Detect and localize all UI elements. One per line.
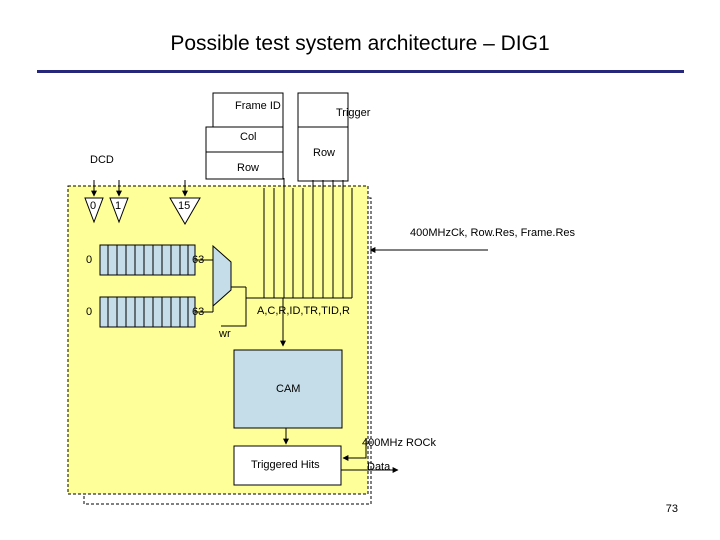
row-label-right: Row bbox=[313, 147, 336, 159]
triggered-hits-box bbox=[233, 445, 342, 486]
dcd-label: DCD bbox=[90, 154, 114, 166]
cam-block bbox=[233, 349, 343, 429]
register-2 bbox=[99, 296, 196, 328]
pixel-15-label: 15 bbox=[178, 200, 191, 212]
readout-clock-arrow bbox=[342, 438, 367, 461]
reg1-end-label: 63 bbox=[192, 254, 205, 266]
register-1 bbox=[99, 244, 196, 276]
wr-label: wr bbox=[219, 328, 231, 340]
triggered-hits-label: Triggered Hits bbox=[251, 459, 320, 471]
slide-title: Possible test system architecture – DIG1 bbox=[170, 32, 550, 55]
bus-lines bbox=[263, 178, 353, 298]
clock-in-label: 400MHzCk, Row.Res, Frame.Res bbox=[410, 227, 576, 239]
pixel-1-label: 1 bbox=[115, 200, 122, 212]
wr-line bbox=[221, 298, 247, 327]
pixel-triangle-0 bbox=[84, 197, 104, 224]
reg2-start-label: 0 bbox=[86, 306, 93, 318]
col-label: Col bbox=[240, 131, 257, 143]
row-trigger-box bbox=[297, 126, 349, 182]
pixel-triangle-1 bbox=[109, 197, 129, 224]
title-rule bbox=[37, 70, 684, 73]
trigger-label: Trigger bbox=[336, 107, 371, 119]
page-number: 73 bbox=[665, 503, 678, 515]
frame-id-label: Frame ID bbox=[235, 100, 281, 112]
chip-area bbox=[67, 185, 369, 495]
pixel-triangle-15 bbox=[169, 197, 201, 226]
data-label: Data bbox=[367, 461, 391, 473]
cam-label: CAM bbox=[276, 383, 301, 395]
multiplexer bbox=[212, 244, 232, 308]
reg1-start-label: 0 bbox=[86, 254, 93, 266]
row-label-top: Row bbox=[237, 162, 260, 174]
col-row-box bbox=[205, 126, 284, 180]
pixel-0-label: 0 bbox=[90, 200, 97, 212]
signals-label: A,C,R,ID,TR,TID,R bbox=[257, 305, 350, 317]
reg2-end-label: 63 bbox=[192, 306, 205, 318]
readout-clock-label: 400MHz ROCk bbox=[362, 437, 436, 449]
